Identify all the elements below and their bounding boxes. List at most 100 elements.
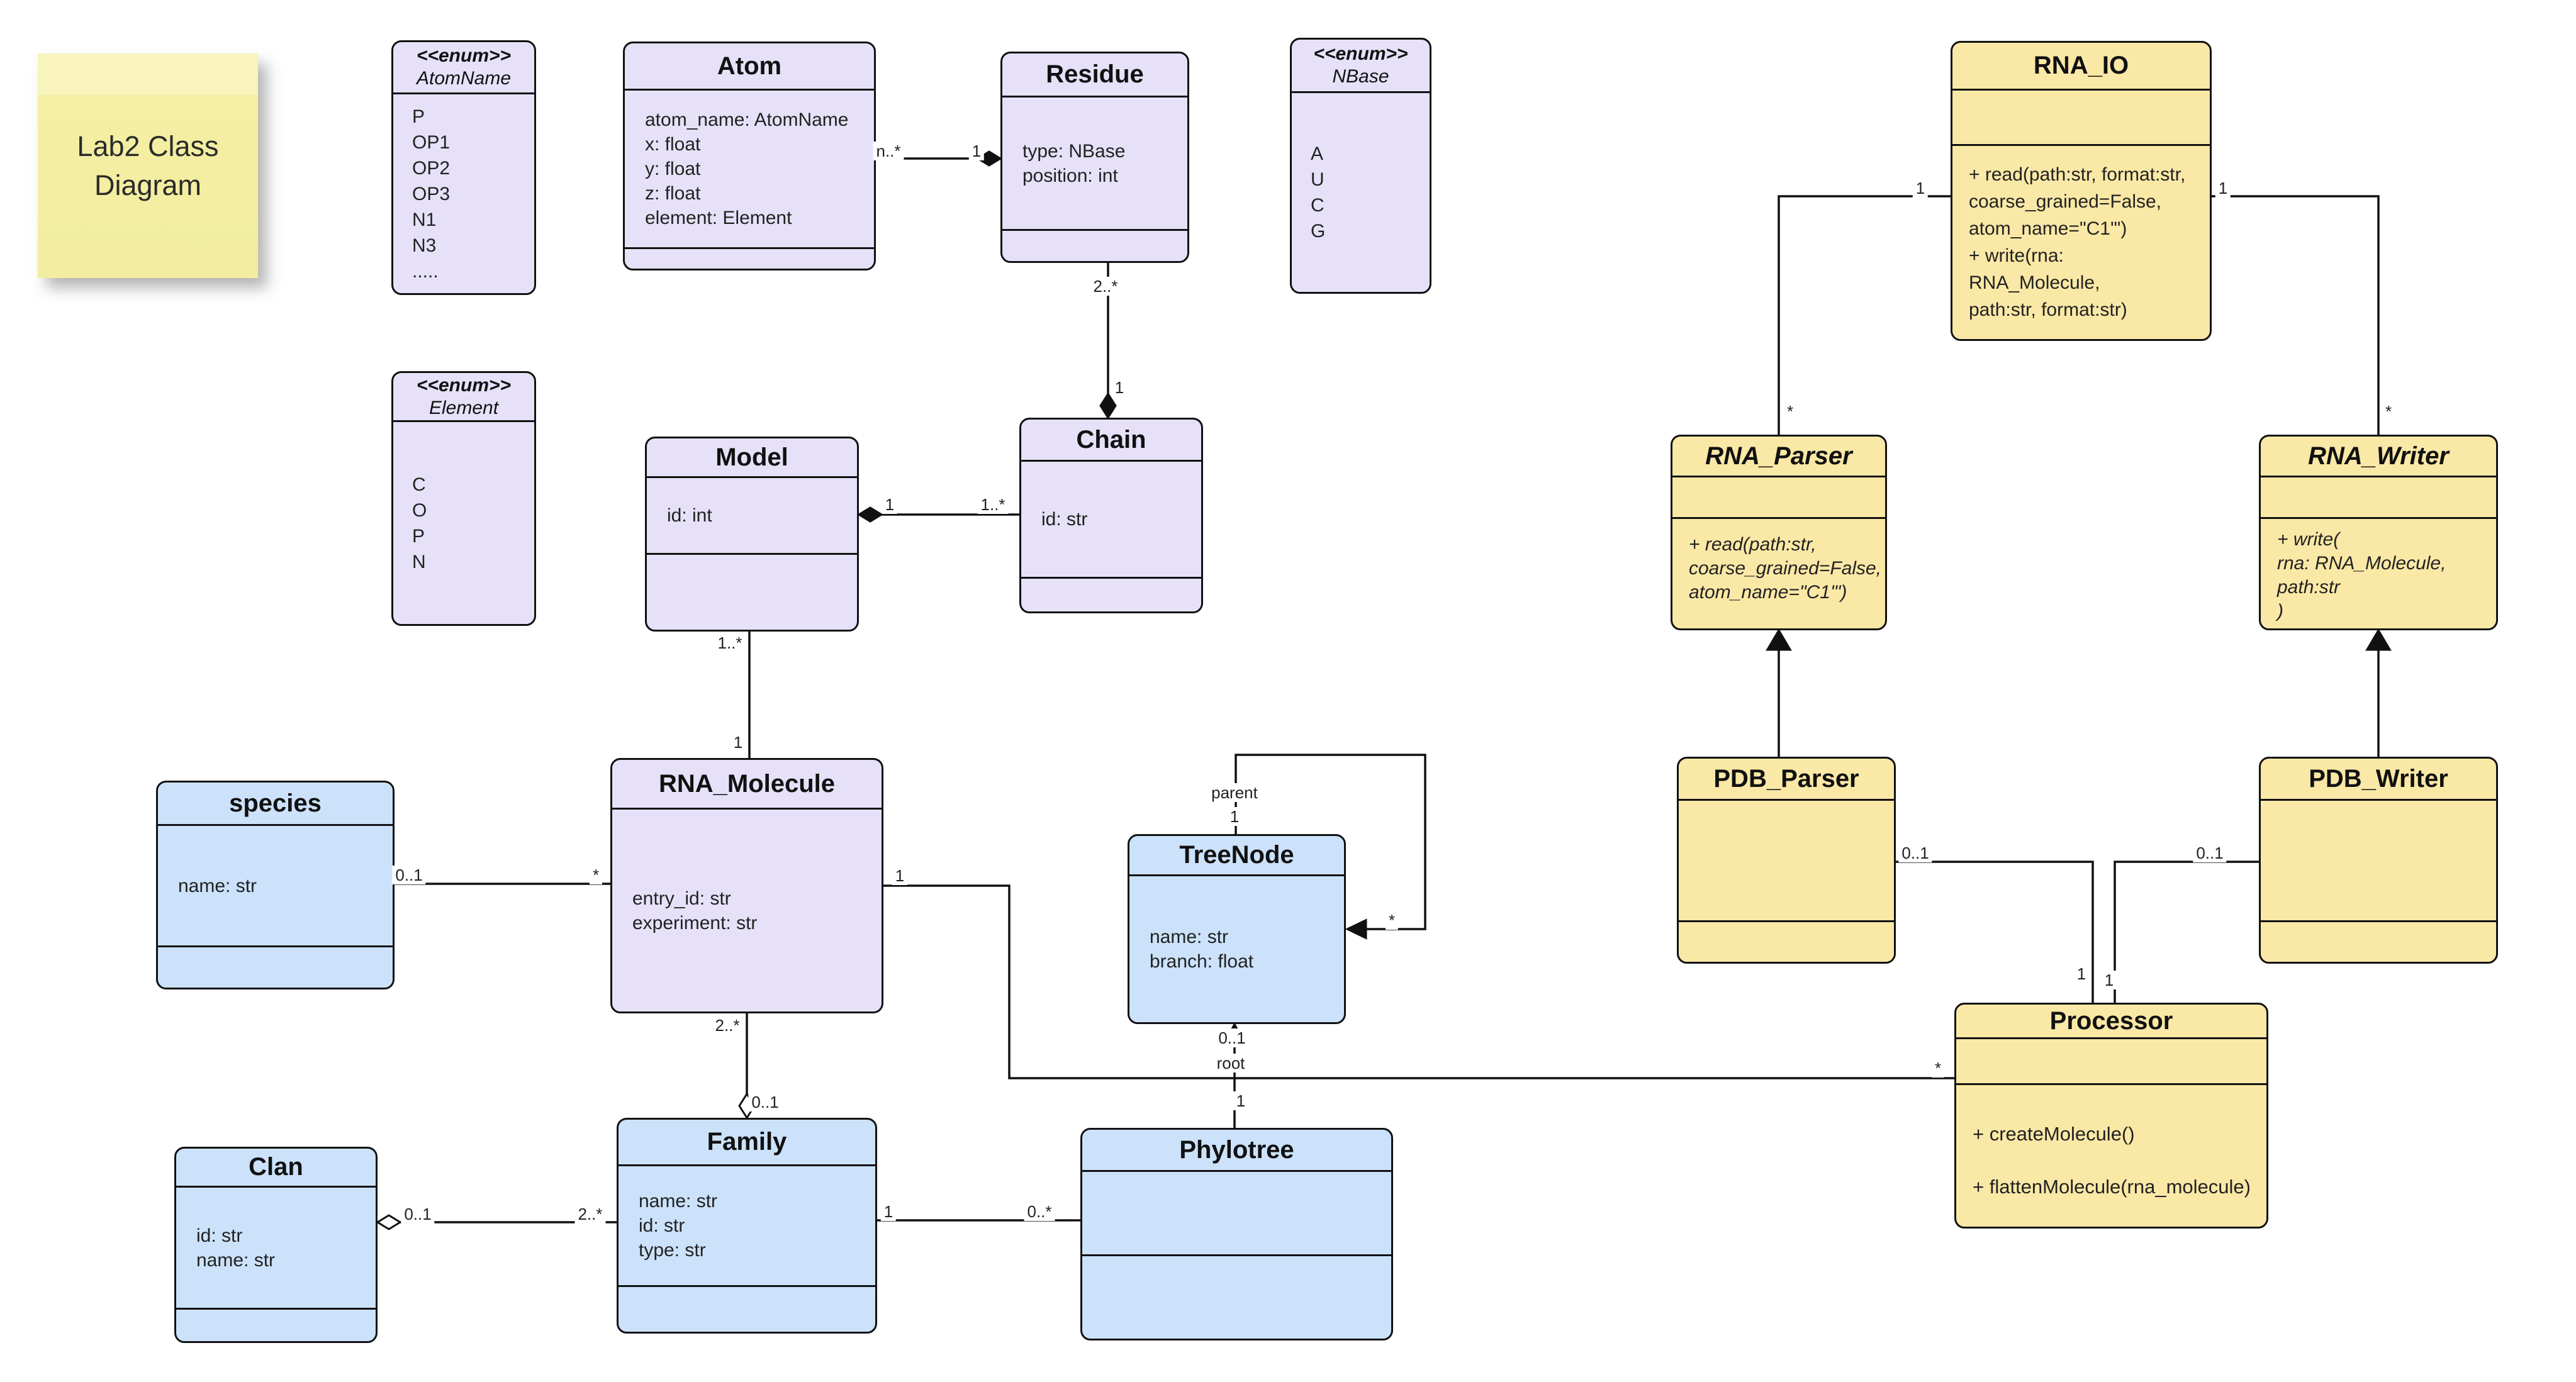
class-attributes-empty	[1956, 1037, 2266, 1083]
class-rna-io[interactable]: RNA_IO + read(path:str, format:str, coar…	[1951, 41, 2212, 341]
class-residue[interactable]: Residue type: NBase position: int	[1000, 52, 1189, 263]
multiplicity-label: 0..1	[401, 1205, 435, 1223]
enum-stereotype: <<enum>>	[1313, 43, 1408, 64]
class-attributes: atom_name: AtomName x: float y: float z:…	[625, 89, 874, 247]
multiplicity-label: 2..*	[712, 1016, 743, 1035]
role-label-parent: parent	[1208, 783, 1261, 802]
class-methods-empty	[647, 553, 857, 630]
class-processor[interactable]: Processor + createMolecule() + flattenMo…	[1954, 1003, 2268, 1229]
class-phylotree[interactable]: Phylotree	[1080, 1128, 1393, 1340]
class-attributes-empty	[1672, 476, 1885, 517]
class-methods-empty	[619, 1285, 875, 1332]
multiplicity-label: 2..*	[1090, 277, 1121, 296]
class-attributes-empty	[1952, 89, 2210, 144]
class-title: RNA_Molecule	[658, 769, 836, 798]
multiplicity-label: 2..*	[574, 1205, 606, 1223]
class-methods-empty	[158, 945, 393, 988]
multiplicity-label: 1	[1111, 378, 1128, 397]
class-methods: + read(path:str, format:str, coarse_grai…	[1952, 144, 2210, 339]
role-label-root: root	[1213, 1054, 1248, 1073]
class-chain[interactable]: Chain id: str	[1019, 418, 1203, 613]
multiplicity-label: *	[1385, 911, 1399, 930]
class-pdb-writer[interactable]: PDB_Writer	[2259, 757, 2498, 964]
multiplicity-label: n..*	[873, 142, 904, 160]
multiplicity-label: 0..1	[1215, 1028, 1249, 1047]
class-rna-writer[interactable]: RNA_Writer + write( rna: RNA_Molecule, p…	[2259, 435, 2498, 630]
edge-pdbparser-processor	[1896, 861, 2094, 1003]
class-nbase-enum[interactable]: <<enum>> NBase A U C G	[1290, 38, 1431, 294]
multiplicity-label: 0..1	[392, 866, 426, 884]
enum-name: AtomName	[416, 68, 512, 89]
edge-pdbwriter-rnawriter	[2365, 628, 2392, 757]
class-methods: + createMolecule() + flattenMolecule(rna…	[1956, 1083, 2266, 1227]
edge-rnamolecule-processor	[883, 884, 1954, 1079]
class-title: PDB_Writer	[2309, 764, 2448, 793]
class-methods: + read(path:str, coarse_grained=False, a…	[1672, 517, 1885, 628]
multiplicity-label: *	[589, 866, 603, 884]
multiplicity-label: 1	[882, 495, 898, 514]
multiplicity-label: 1	[892, 866, 908, 885]
edge-treenode-parent-loop	[1235, 754, 1426, 940]
class-title: Clan	[249, 1153, 303, 1181]
class-species[interactable]: species name: str	[156, 781, 395, 989]
class-attributes: id: int	[647, 476, 857, 553]
class-attributes-empty	[2261, 799, 2496, 920]
edge-model-chain	[857, 506, 1019, 523]
class-atom[interactable]: Atom atom_name: AtomName x: float y: flo…	[623, 42, 876, 270]
multiplicity-label: 0..1	[1898, 844, 1932, 862]
edge-pdbparser-rnaparser	[1766, 628, 1792, 757]
edge-rnaio-rnawriter	[2212, 195, 2380, 435]
class-methods-empty	[1679, 920, 1894, 962]
class-attributes: id: str name: str	[176, 1186, 376, 1308]
multiplicity-label: 0..*	[1024, 1202, 1055, 1221]
class-title: Family	[707, 1128, 787, 1156]
edge-pdbwriter-processor	[2114, 861, 2259, 1003]
class-rna-molecule[interactable]: RNA_Molecule entry_id: str experiment: s…	[610, 758, 883, 1013]
enum-values: P OP1 OP2 OP3 N1 N3 .....	[393, 92, 534, 293]
class-element-enum[interactable]: <<enum>> Element C O P N	[391, 371, 536, 626]
multiplicity-label: *	[1783, 402, 1797, 421]
enum-values: A U C G	[1292, 91, 1430, 292]
class-attributes-empty	[1082, 1170, 1391, 1254]
class-title: PDB_Parser	[1713, 764, 1859, 793]
multiplicity-label: 1	[1912, 179, 1929, 198]
multiplicity-label: 0..1	[2193, 844, 2227, 862]
class-attributes: name: str id: str type: str	[619, 1164, 875, 1285]
class-title: Phylotree	[1179, 1135, 1294, 1164]
multiplicity-label: 1	[968, 142, 985, 160]
multiplicity-label: 1..*	[714, 633, 746, 652]
class-family[interactable]: Family name: str id: str type: str	[617, 1118, 877, 1334]
enum-stereotype: <<enum>>	[416, 45, 512, 66]
class-atomname-enum[interactable]: <<enum>> AtomName P OP1 OP2 OP3 N1 N3 ..…	[391, 40, 536, 295]
multiplicity-label: 1	[1233, 1091, 1249, 1110]
enum-name: NBase	[1332, 66, 1389, 87]
class-methods-empty	[1021, 577, 1201, 611]
multiplicity-label: 0..1	[748, 1093, 782, 1112]
class-clan[interactable]: Clan id: str name: str	[174, 1147, 378, 1343]
class-methods-empty	[1002, 229, 1187, 261]
class-rna-parser[interactable]: RNA_Parser + read(path:str, coarse_grain…	[1671, 435, 1887, 630]
multiplicity-label: 1	[2101, 971, 2117, 989]
class-title: Model	[715, 443, 788, 471]
class-model[interactable]: Model id: int	[645, 437, 859, 632]
multiplicity-label: 1	[2073, 964, 2090, 983]
class-methods-empty	[176, 1308, 376, 1341]
class-pdb-parser[interactable]: PDB_Parser	[1677, 757, 1896, 964]
class-attributes: entry_id: str experiment: str	[612, 808, 882, 1011]
enum-header: <<enum>> NBase	[1292, 40, 1430, 91]
multiplicity-label: 1..*	[977, 495, 1009, 514]
class-title: species	[229, 789, 322, 817]
class-title: RNA_Parser	[1705, 442, 1852, 470]
class-title: TreeNode	[1179, 841, 1294, 869]
sticky-note-text: Lab2 Class Diagram	[77, 130, 219, 201]
enum-values: C O P N	[393, 420, 534, 624]
class-title: RNA_Writer	[2308, 442, 2449, 470]
class-attributes: name: str	[158, 824, 393, 945]
class-title: Chain	[1076, 425, 1146, 454]
sticky-note[interactable]: Lab2 Class Diagram	[38, 53, 258, 278]
class-treenode[interactable]: TreeNode name: str branch: float	[1128, 834, 1346, 1024]
class-attributes: id: str	[1021, 460, 1201, 577]
class-methods: + write( rna: RNA_Molecule, path:str )	[2261, 517, 2496, 628]
enum-stereotype: <<enum>>	[416, 374, 512, 396]
